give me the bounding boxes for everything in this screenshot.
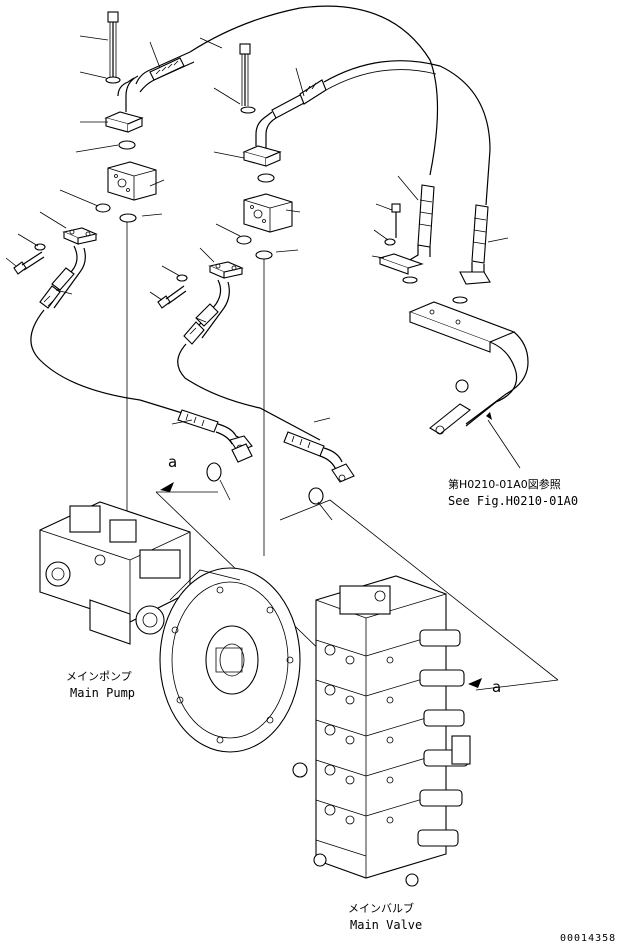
view-a-arrow-1 xyxy=(160,482,174,492)
ref-leader xyxy=(487,419,521,469)
hose-right-2 xyxy=(459,204,491,285)
bolt-left-2 xyxy=(13,251,45,275)
hose-end-left xyxy=(177,409,253,463)
block-mid xyxy=(243,193,293,233)
washer-left-1 xyxy=(105,76,121,84)
flange-mid-2 xyxy=(208,261,244,279)
arrow-head xyxy=(486,412,492,420)
hose-left-2 xyxy=(30,245,206,421)
hose-mid-1 xyxy=(271,60,491,206)
block-left xyxy=(107,161,157,201)
view-a-arrow-2 xyxy=(468,678,482,688)
main-valve-label-jp: メインバルブ xyxy=(348,902,414,915)
washer-mid-2 xyxy=(176,274,188,282)
flange-left-1 xyxy=(104,75,144,133)
valve-ports xyxy=(292,644,419,887)
flange-right xyxy=(378,253,424,275)
hose-mid-2 xyxy=(177,279,321,441)
bolt-right xyxy=(391,203,401,238)
callout-leaders xyxy=(5,35,509,521)
flange-left-2 xyxy=(62,227,98,245)
washer-mid-1 xyxy=(240,106,256,114)
oring-mid-3 xyxy=(255,250,273,260)
ref-note-en: See Fig.H0210-01A0 xyxy=(448,494,579,508)
oring-mid-4 xyxy=(308,487,324,505)
valve-spools xyxy=(417,629,471,847)
drawing-number: 00014358 xyxy=(560,933,617,944)
oring-left-4 xyxy=(206,462,222,482)
bolt-mid-2 xyxy=(157,285,187,309)
oring-left-2 xyxy=(95,203,111,213)
oring-mid-2 xyxy=(236,235,252,245)
main-pump-label-en: Main Pump xyxy=(70,686,136,700)
bolt-left-1 xyxy=(107,11,119,78)
main-pump-label-jp: メインポンプ xyxy=(66,670,132,683)
bolt-mid-1 xyxy=(239,43,251,106)
view-mark-a-left: a xyxy=(168,453,178,471)
hose-left-1 xyxy=(135,5,439,176)
main-valve xyxy=(292,575,471,887)
oring-mid-1 xyxy=(257,173,275,183)
main-valve-label-en: Main Valve xyxy=(350,918,423,932)
oring-left-3 xyxy=(119,213,137,223)
washer-right xyxy=(384,238,396,246)
oring-right-2 xyxy=(452,296,468,304)
main-pump xyxy=(39,501,301,753)
hose-right-1 xyxy=(407,184,435,262)
flange-mid-1 xyxy=(242,111,282,167)
hose-end-mid xyxy=(283,431,355,483)
oring-left-1 xyxy=(118,140,136,150)
oring-right-1 xyxy=(402,276,418,284)
view-mark-a-right: a xyxy=(492,678,502,696)
ref-note-jp: 第H0210-01A0図参照 xyxy=(448,478,561,491)
bracket xyxy=(408,301,529,435)
